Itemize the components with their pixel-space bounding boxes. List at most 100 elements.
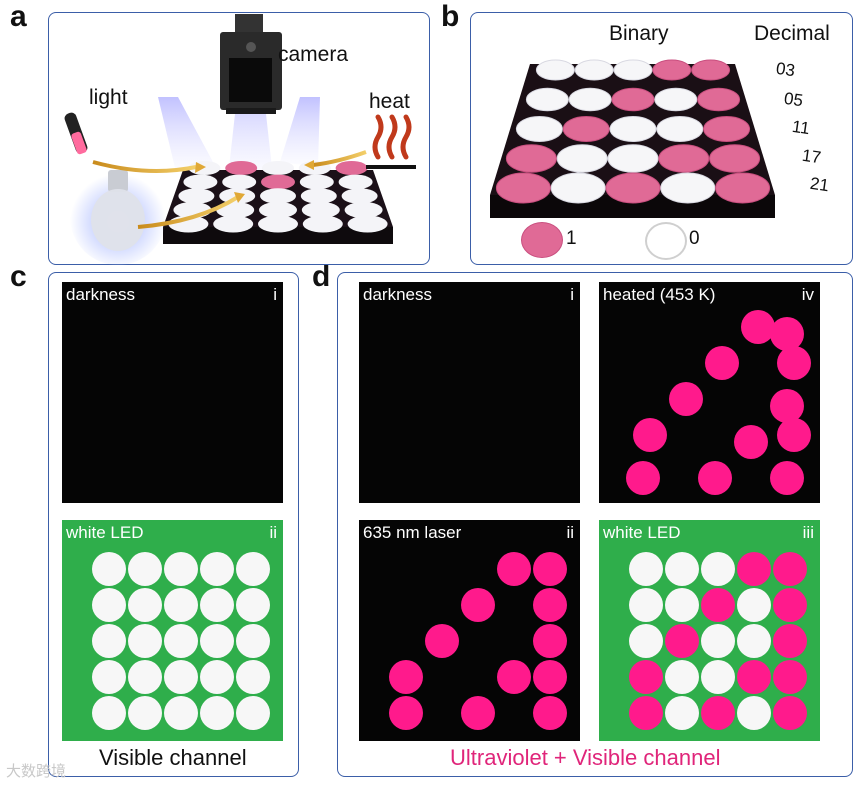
white-disk (200, 696, 234, 730)
stimulus-arrows (92, 150, 367, 229)
binary-disk-grid (495, 59, 771, 204)
pink-disk (533, 552, 567, 586)
pink-disk (633, 418, 667, 452)
white-disk (737, 588, 771, 622)
d-tile-darkness: darkness i (359, 282, 580, 503)
setup-illustration (64, 14, 416, 265)
pink-disk (665, 624, 699, 658)
pink-disk (770, 389, 804, 423)
bit-zero-disk (535, 59, 575, 81)
tile-roman: ii (566, 523, 574, 542)
board-disk (338, 174, 373, 190)
bit-zero-disk (568, 87, 612, 112)
bit-one-disk (652, 59, 692, 81)
pink-disk (461, 696, 495, 730)
d-tile-laser: 635 nm laser ii (359, 520, 580, 741)
pink-disk (701, 696, 735, 730)
board-disk (261, 174, 295, 190)
white-disk (164, 696, 198, 730)
board-disk (335, 161, 368, 175)
white-disk (164, 588, 198, 622)
label-heat: heat (369, 90, 410, 113)
bit-one-disk (495, 172, 551, 204)
tile-title: darkness (363, 285, 432, 304)
c-tile-darkness: darkness i (62, 282, 283, 503)
tile-roman: i (570, 285, 574, 304)
white-disk (737, 696, 771, 730)
board-disk (302, 215, 343, 233)
tile-title: white LED (66, 523, 144, 542)
visible-channel-caption: Visible channel (99, 745, 247, 770)
panel-letter-b: b (441, 0, 460, 33)
white-disk (128, 624, 162, 658)
white-disk (629, 552, 663, 586)
uv-visible-channel-caption: Ultraviolet + Visible channel (450, 745, 721, 770)
pink-disk (497, 552, 531, 586)
pink-disk (773, 696, 807, 730)
bit-zero-disk (613, 59, 653, 81)
pink-disk (770, 317, 804, 351)
tile-title: 635 nm laser (363, 523, 462, 542)
tile-roman: ii (269, 523, 277, 542)
camera-icon (220, 14, 282, 114)
pink-disk (737, 552, 771, 586)
white-disk (665, 660, 699, 694)
bit-one-disk (505, 144, 557, 173)
c-tile-white-led: white LED ii (62, 520, 283, 741)
pink-disk (773, 588, 807, 622)
board-disk (344, 201, 383, 219)
board-disk (299, 174, 334, 190)
pink-disk (533, 696, 567, 730)
watermark-text: 大数跨境 (6, 763, 67, 780)
bit-one-disk (715, 172, 771, 204)
white-disk (200, 588, 234, 622)
pink-disk (389, 660, 423, 694)
decimal-value: 11 (790, 116, 811, 139)
bit-one-disk (605, 172, 661, 204)
white-disk (737, 624, 771, 658)
legend-one-label: 1 (566, 228, 577, 249)
bit-zero-disk (550, 172, 606, 204)
board-disk (178, 188, 215, 204)
white-disk (128, 588, 162, 622)
pink-disk (629, 660, 663, 694)
decimal-value: 03 (774, 58, 797, 81)
arrow-heads (195, 160, 314, 203)
panel-c-frame (48, 272, 299, 777)
label-light: light (89, 86, 128, 109)
board-disks (168, 161, 388, 233)
white-disk (128, 696, 162, 730)
white-disk (164, 552, 198, 586)
decimal-value: 05 (782, 88, 805, 111)
bit-zero-disk (556, 144, 608, 173)
white-disk (92, 552, 126, 586)
pink-disk (734, 425, 768, 459)
panel-letter-d: d (312, 260, 331, 293)
bit-zero-disk (656, 116, 704, 142)
board-disk (301, 201, 340, 219)
legend-one-swatch (521, 222, 563, 258)
white-disk (665, 696, 699, 730)
white-disk (701, 660, 735, 694)
pink-disk (533, 624, 567, 658)
white-disk (164, 660, 198, 694)
white-disk (164, 624, 198, 658)
pink-disk (773, 660, 807, 694)
bit-zero-disk (654, 87, 698, 112)
pink-disk (773, 552, 807, 586)
pink-disk (777, 418, 811, 452)
decimal-value: 17 (800, 145, 823, 168)
white-disk (236, 552, 270, 586)
panel-letter-c: c (10, 260, 27, 293)
d-tile-white-led: white LED iii (599, 520, 820, 741)
pink-disk (533, 660, 567, 694)
white-disk (629, 624, 663, 658)
white-disk (92, 696, 126, 730)
white-disk (128, 552, 162, 586)
bit-one-disk (697, 87, 741, 112)
binary-header: Binary (609, 22, 669, 45)
bit-zero-disk (660, 172, 716, 204)
legend-zero-label: 0 (689, 228, 700, 249)
binary-board (490, 59, 775, 218)
white-disk (701, 624, 735, 658)
